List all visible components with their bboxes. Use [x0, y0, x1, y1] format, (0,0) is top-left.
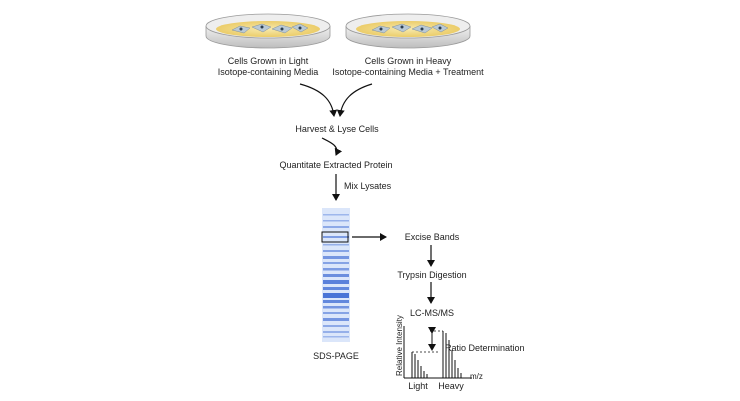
- quantitate-step: Quantitate Extracted Protein: [279, 160, 393, 170]
- light-cells-label-2: Isotope-containing Media: [217, 67, 319, 77]
- ratio-determination-label: Ratio Determination: [445, 343, 525, 353]
- heavy-culture-dish: [345, 13, 471, 49]
- arrow-harvest-to-quantitate: [321, 137, 343, 156]
- harvest-step: Harvest & Lyse Cells: [295, 124, 379, 134]
- sds-page-label: SDS-PAGE: [313, 351, 359, 361]
- trypsin-digestion-step: Trypsin Digestion: [397, 270, 467, 280]
- heavy-peak-label: Heavy: [438, 381, 464, 391]
- heavy-cells-label-1: Cells Grown in Heavy: [364, 56, 452, 66]
- excised-band-box: [321, 231, 349, 243]
- heavy-cells-label-2: Isotope-containing Media + Treatment: [332, 67, 484, 77]
- sds-page-gel-lane: [321, 208, 350, 342]
- mass-spectrum-plot: [403, 326, 472, 379]
- arrow-heavy-to-harvest: [336, 83, 373, 117]
- light-culture-dish: [205, 13, 331, 49]
- relative-intensity-axis-label: Relative Intensity: [395, 315, 404, 376]
- light-cells-label-1: Cells Grown in Light: [227, 56, 309, 66]
- mix-lysates-step: Mix Lysates: [344, 181, 392, 191]
- excise-bands-step: Excise Bands: [404, 232, 460, 242]
- arrow-light-to-harvest: [299, 83, 338, 117]
- lcms-step: LC-MS/MS: [409, 308, 455, 318]
- mz-axis-label: m/z: [470, 372, 483, 381]
- light-peak-label: Light: [408, 381, 428, 391]
